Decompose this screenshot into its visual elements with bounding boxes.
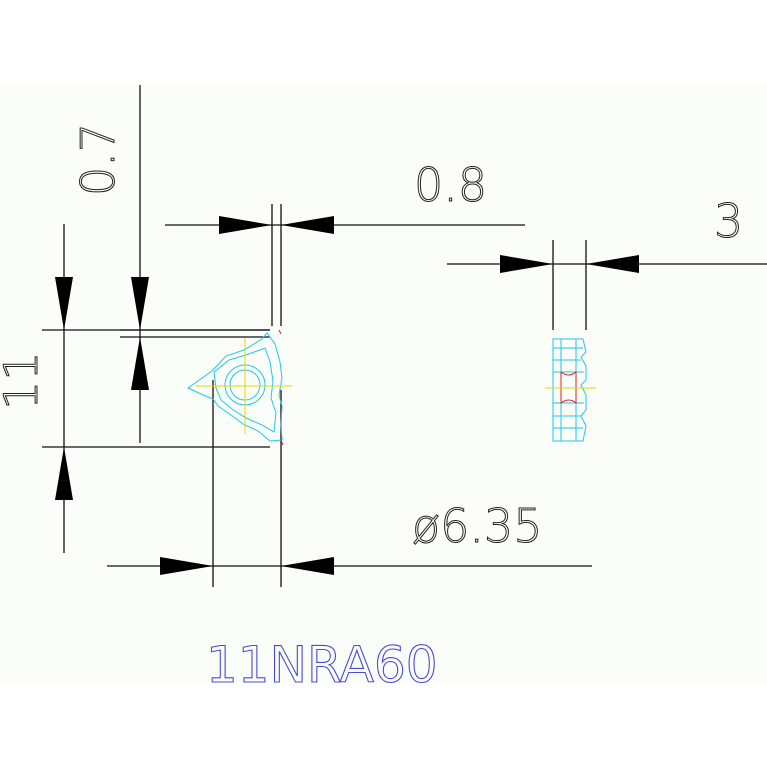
dimension-0-7: 0.7 (71, 85, 270, 443)
insert-front-view (187, 329, 292, 446)
arrow-left (281, 557, 334, 575)
dimension-11: 11 (0, 224, 270, 553)
arrow-down (131, 277, 149, 330)
arrow-up (55, 447, 73, 500)
label-11: 11 (0, 351, 48, 410)
dimension-3: 3 (447, 194, 767, 330)
arrow-left (586, 255, 639, 273)
label-0-7: 0.7 (71, 123, 125, 196)
label-6-35: ø6.35 (412, 499, 543, 553)
label-3: 3 (714, 194, 743, 248)
hole-section (560, 370, 577, 405)
dimension-0-8: 0.8 (165, 158, 525, 326)
arrow-right (500, 255, 553, 273)
arrow-down (55, 277, 73, 330)
part-label: 11NRA60 (206, 636, 438, 694)
label-0-8: 0.8 (414, 158, 487, 212)
arrow-right (160, 557, 213, 575)
insert-side-view (545, 338, 596, 442)
arrow-left (281, 216, 334, 234)
drawing-sheet (0, 85, 767, 682)
dimension-6-35: ø6.35 (107, 380, 592, 587)
arrow-up (131, 337, 149, 390)
arrow-right (219, 216, 272, 234)
